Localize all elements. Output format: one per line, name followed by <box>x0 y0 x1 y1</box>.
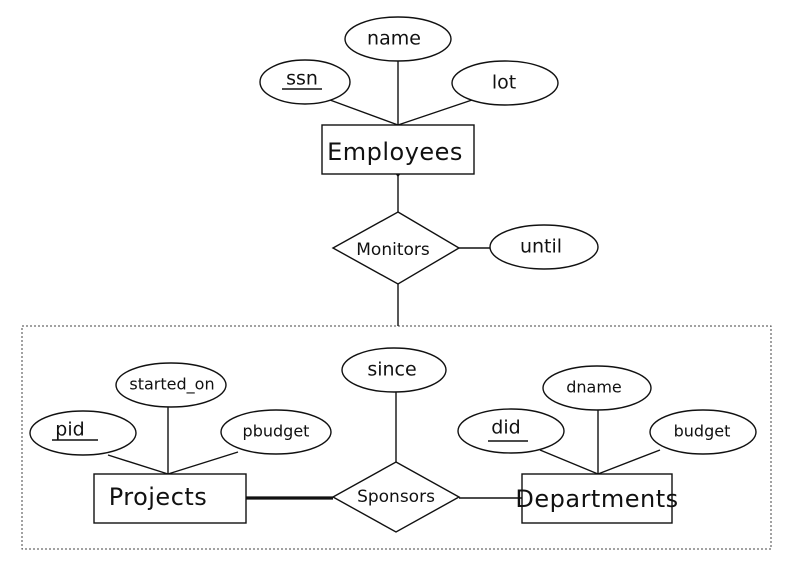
attr-dname: dname <box>542 365 652 411</box>
edge-ssn-employees <box>329 99 399 126</box>
relationship-monitors-label: Monitors <box>356 240 430 260</box>
attr-lot: lot <box>451 60 559 106</box>
entity-departments-label: Departments <box>515 485 678 513</box>
edges <box>107 60 661 500</box>
attr-pbudget-label: pbudget <box>243 422 310 441</box>
entity-employees: Employees <box>321 124 475 175</box>
edge-lot-employees <box>397 99 473 126</box>
attr-budget: budget <box>649 409 757 455</box>
attr-pid-label: pid <box>55 419 84 441</box>
attr-started-on: started_on <box>115 362 227 408</box>
edge-pbudget-projects <box>167 451 239 475</box>
edge-pid-projects <box>107 454 169 475</box>
attr-did: did <box>457 408 565 454</box>
relationship-sponsors: Sponsors <box>331 461 461 533</box>
sponsors-aggregation-box <box>21 325 772 550</box>
attr-pbudget: pbudget <box>220 409 332 455</box>
entity-projects: Projects <box>93 473 247 524</box>
entity-employees-label: Employees <box>327 138 463 166</box>
attr-dname-label: dname <box>566 378 622 397</box>
relationship-sponsors-label: Sponsors <box>357 487 435 507</box>
entity-projects-label: Projects <box>109 483 208 511</box>
relationship-monitors: Monitors <box>331 211 461 285</box>
attr-started-on-label: started_on <box>129 375 214 395</box>
attr-ssn: ssn <box>259 59 351 105</box>
attr-since: since <box>341 347 447 393</box>
attr-pid: pid <box>29 410 137 456</box>
attr-ssn-label: ssn <box>286 68 318 90</box>
attr-name-label: name <box>367 28 421 50</box>
attr-until-label: until <box>520 236 562 258</box>
edge-did-departments <box>539 449 599 475</box>
attr-name: name <box>344 16 452 62</box>
attr-since-label: since <box>367 359 416 381</box>
attr-lot-label: lot <box>492 72 516 94</box>
attr-did-label: did <box>491 417 520 439</box>
entity-departments: Departments <box>515 473 678 524</box>
attr-until: until <box>489 224 599 270</box>
attr-budget-label: budget <box>674 422 731 441</box>
edge-budget-departments <box>597 449 661 475</box>
